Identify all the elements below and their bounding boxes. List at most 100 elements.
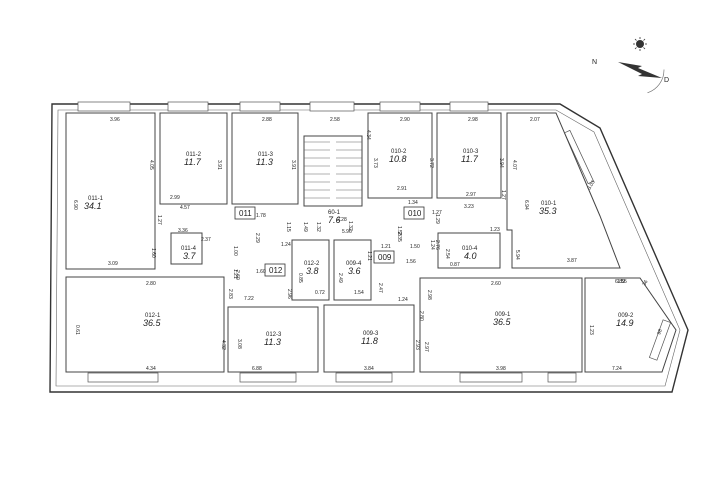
dimension-label: 4.05	[148, 160, 154, 170]
svg-text:60-1: 60-1	[328, 210, 341, 216]
stair-steps	[304, 141, 362, 199]
dimension-label: 0.87	[450, 262, 460, 268]
dimension-label: 2.47	[377, 283, 383, 293]
room-009-3	[323, 304, 415, 373]
dimension-label: 4.32	[220, 340, 226, 350]
dimension-label: 0.61	[74, 325, 80, 335]
svg-text:3.7: 3.7	[183, 251, 197, 261]
dimension-label: 7.22	[244, 296, 254, 302]
dimension-label: 6.94	[523, 200, 529, 210]
room-012-2	[291, 239, 330, 301]
svg-text:11.8: 11.8	[361, 336, 378, 346]
dimension-label: 2.88	[262, 117, 272, 123]
dimension-label: 1.27	[156, 215, 162, 225]
dimension-label: 1.58	[396, 226, 402, 236]
dimension-label: 6.88	[252, 366, 262, 372]
room-012-1	[65, 276, 225, 373]
dimension-label: 1.56	[406, 259, 416, 265]
dimension-label: 2.29	[254, 233, 260, 243]
dimension-label: 3.94	[498, 158, 504, 168]
svg-text:009-4: 009-4	[346, 261, 362, 267]
room-012-3	[227, 306, 319, 373]
unit-label-011: 011	[234, 206, 256, 220]
dimension-label: 2.69	[234, 270, 240, 280]
dimension-label: 1.00	[232, 246, 238, 256]
svg-text:009: 009	[378, 253, 392, 262]
room-010-2	[367, 112, 433, 199]
room-label-009-1: 009-136.5	[493, 312, 512, 327]
svg-text:012: 012	[269, 266, 283, 275]
room-009-1	[419, 277, 583, 373]
room-label-010-3: 010-311.7	[461, 149, 479, 164]
svg-text:010-2: 010-2	[391, 149, 407, 155]
dimension-label: 1.60	[256, 269, 266, 275]
room-label-010-4: 010-44.0	[462, 246, 478, 261]
room-label-60-1: 60-17.6	[328, 210, 341, 225]
room-011-4	[170, 232, 203, 265]
compass: N D	[592, 37, 669, 95]
svg-text:34.1: 34.1	[84, 201, 102, 211]
dimension-label: 1.21	[381, 244, 391, 250]
dimension-label: 2.93	[414, 340, 420, 350]
svg-text:35.3: 35.3	[539, 206, 557, 216]
dimension-label: 1.54	[354, 290, 364, 296]
svg-text:012-3: 012-3	[266, 332, 282, 338]
dimension-label: 4.07	[511, 160, 517, 170]
dimension-label: 3.98	[496, 366, 506, 372]
dimension-label: 1.55	[617, 279, 627, 285]
compass-arrow-icon	[618, 62, 662, 78]
dimension-label: 2.98	[468, 117, 478, 123]
room-label-010-1: 010-135.3	[539, 201, 557, 216]
svg-text:009-1: 009-1	[495, 312, 511, 318]
dimension-label: 1.24	[429, 240, 435, 250]
dimension-label: 1.50	[410, 244, 420, 250]
svg-text:011-1: 011-1	[88, 196, 104, 202]
dimension-label: 3.84	[364, 366, 374, 372]
dimension-label: 1.34	[408, 200, 418, 206]
room-label-012-1: 012-136.5	[143, 313, 162, 328]
svg-text:012-1: 012-1	[145, 313, 161, 319]
dimension-label: 2.54	[444, 249, 450, 259]
dimension-label: 2.28	[337, 217, 347, 223]
dimension-label: 98	[656, 328, 664, 335]
dimension-label: 1.32	[315, 222, 321, 232]
svg-text:14.9: 14.9	[616, 318, 634, 328]
dimension-label: 7.24	[612, 366, 622, 372]
dimension-label: 1.49	[302, 222, 308, 232]
svg-text:3.8: 3.8	[306, 266, 319, 276]
dimension-label: 3.08	[236, 339, 242, 349]
dimension-label: 3.72	[428, 158, 434, 168]
unit-label-012: 012	[264, 263, 286, 277]
dimension-label: 2.76	[434, 240, 440, 250]
dimension-label: 4.34	[146, 366, 156, 372]
dimension-label: 2.99	[170, 195, 180, 201]
svg-text:3.6: 3.6	[348, 266, 361, 276]
dimension-label: 1.60	[150, 248, 156, 258]
dimension-label: 2.96	[286, 289, 292, 299]
svg-text:012-2: 012-2	[304, 261, 320, 267]
dimension-label: 2.07	[530, 117, 540, 123]
svg-text:011-4: 011-4	[181, 246, 197, 252]
room-label-009-2: 009-214.9	[616, 313, 634, 328]
dimension-label: 2.35	[396, 232, 402, 242]
room-label-011-4: 011-43.7	[181, 246, 197, 261]
room-label-011-2: 011-211.7	[184, 152, 202, 167]
dimension-label: 3.73	[372, 158, 378, 168]
outer-wall-inner	[55, 109, 681, 387]
svg-text:10.8: 10.8	[389, 154, 407, 164]
room-009-4	[333, 239, 372, 301]
svg-text:7.6: 7.6	[328, 215, 341, 225]
svg-text:010-1: 010-1	[541, 201, 557, 207]
room-010-1	[506, 112, 621, 269]
dimension-label: 2.90	[400, 117, 410, 123]
dimension-label: 6.90	[72, 200, 78, 210]
room-labels: 011-134.1 011-211.7 011-311.3 011-43.7 0…	[84, 149, 634, 347]
room-label-010-2: 010-210.8	[389, 149, 407, 164]
room-label-011-3: 011-311.3	[256, 152, 274, 167]
room-label-009-4: 009-43.6	[346, 261, 362, 276]
dimension-label: 2.98	[426, 290, 432, 300]
room-010-3	[436, 112, 502, 199]
svg-text:009-3: 009-3	[363, 331, 379, 337]
